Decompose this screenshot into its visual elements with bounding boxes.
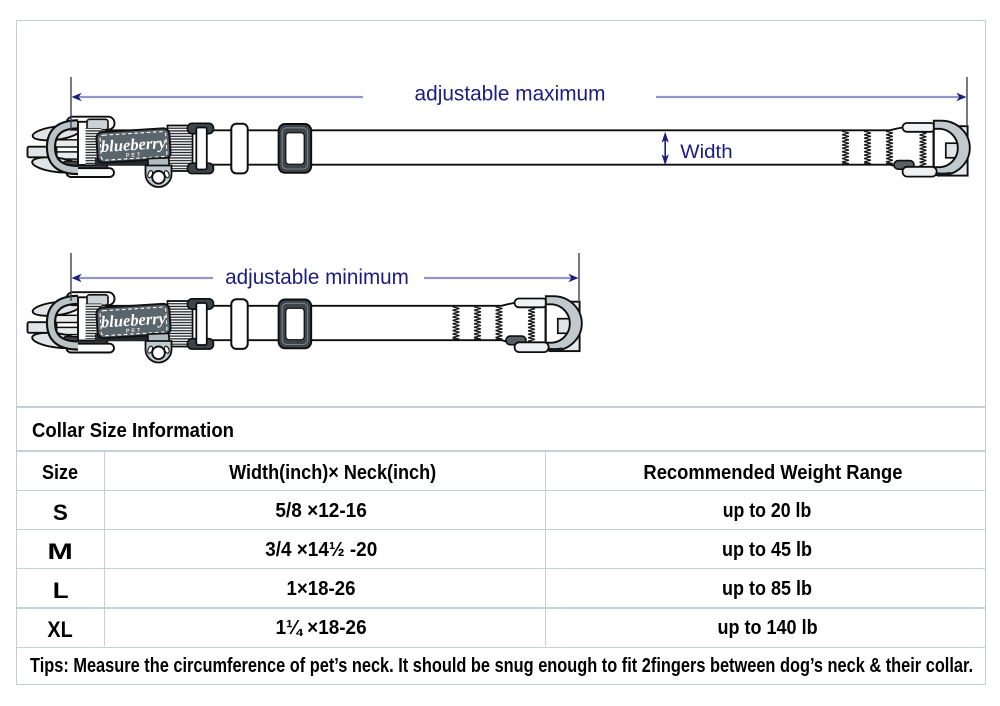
svg-text:Width: Width bbox=[680, 141, 732, 162]
svg-text:PET: PET bbox=[126, 152, 143, 159]
svg-text:adjustable maximum: adjustable maximum bbox=[415, 82, 606, 105]
svg-text:adjustable minimum: adjustable minimum bbox=[225, 266, 409, 289]
svg-text:blueberry: blueberry bbox=[100, 308, 167, 331]
svg-text:PET: PET bbox=[126, 328, 143, 335]
svg-text:blueberry: blueberry bbox=[100, 133, 167, 156]
